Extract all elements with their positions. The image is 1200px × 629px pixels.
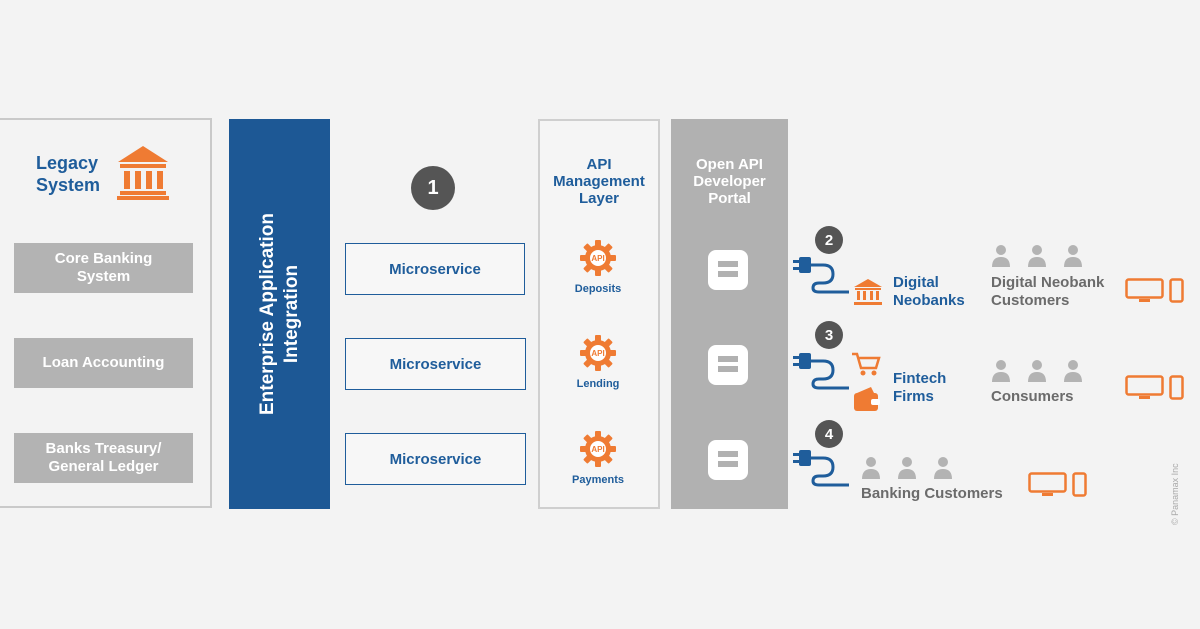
bank-icon bbox=[117, 146, 169, 200]
microservice-box-deposits: Microservice bbox=[345, 243, 525, 295]
plug-connector-icon bbox=[793, 257, 849, 294]
portal-title-line2: Developer bbox=[693, 173, 766, 190]
legacy-title-line1: Legacy bbox=[36, 153, 99, 173]
api-management-title: API Management Layer bbox=[540, 156, 658, 207]
microservice-label: Microservice bbox=[389, 450, 482, 468]
fintech-firms-label: Fintech Firms bbox=[893, 370, 946, 406]
step-2-number: 2 bbox=[824, 231, 834, 249]
developer-portal-title: Open API Developer Portal bbox=[671, 156, 788, 207]
eai-line1: Enterprise Application bbox=[256, 213, 278, 415]
customer-group-icon bbox=[991, 243, 1087, 267]
gear-api-text: API bbox=[591, 253, 605, 263]
digital-neobanks-label: Digital Neobanks bbox=[893, 274, 965, 310]
gear-api-text: API bbox=[591, 348, 605, 358]
api-title-line2: Management bbox=[553, 173, 645, 190]
api-title-line1: API bbox=[586, 156, 612, 173]
microservice-box-lending: Microservice bbox=[345, 338, 526, 390]
microservice-label: Microservice bbox=[389, 355, 482, 373]
portal-title-line3: Portal bbox=[708, 190, 751, 207]
customer-group-icon bbox=[991, 358, 1087, 382]
gear-api-text: API bbox=[591, 444, 605, 454]
microservice-box-payments: Microservice bbox=[345, 433, 526, 485]
customers-line2: Customers bbox=[991, 292, 1070, 309]
devices-icon bbox=[1125, 278, 1184, 303]
neobank-bank-icon bbox=[854, 279, 882, 305]
portal-endpoint-icon bbox=[708, 440, 748, 480]
microservice-label: Microservice bbox=[389, 260, 481, 278]
loan-accounting-box: Loan Accounting bbox=[14, 338, 193, 388]
eai-bar bbox=[229, 119, 330, 509]
loan-accounting-label: Loan Accounting bbox=[42, 354, 165, 371]
treasury-ledger-box: Banks Treasury/ General Ledger bbox=[14, 433, 193, 483]
api-payments-label: Payments bbox=[572, 474, 624, 486]
customers-line1: Digital Neobank bbox=[991, 274, 1105, 291]
api-lending-label: Lending bbox=[576, 378, 620, 390]
partner-line2: Neobanks bbox=[893, 292, 965, 309]
core-banking-label: Core Banking System bbox=[54, 250, 153, 285]
api-gear-icon: API bbox=[579, 239, 617, 277]
plug-connector-icon bbox=[793, 450, 849, 487]
eai-label: Enterprise Application Integration bbox=[229, 119, 330, 509]
step-4-number: 4 bbox=[824, 425, 834, 443]
portal-title-line1: Open API bbox=[696, 156, 763, 173]
customer-group-icon bbox=[861, 455, 957, 479]
step-1-number: 1 bbox=[427, 176, 439, 199]
portal-endpoint-icon bbox=[708, 250, 748, 290]
devices-icon bbox=[1028, 472, 1087, 497]
step-2-badge: 2 bbox=[815, 226, 843, 254]
step-3-badge: 3 bbox=[815, 321, 843, 349]
devices-icon bbox=[1125, 375, 1184, 400]
step-4-badge: 4 bbox=[815, 420, 843, 448]
eai-line2: Integration bbox=[280, 264, 302, 364]
wallet-icon bbox=[854, 387, 880, 411]
step-3-number: 3 bbox=[824, 326, 834, 344]
partner-line2: Firms bbox=[893, 388, 934, 405]
api-title-line3: Layer bbox=[578, 190, 620, 207]
api-gear-icon: API bbox=[579, 334, 617, 372]
partner-line1: Fintech bbox=[893, 370, 947, 387]
legacy-title-line2: System bbox=[36, 175, 101, 195]
plug-connector-icon bbox=[793, 353, 849, 390]
consumers-label: Consumers bbox=[991, 388, 1074, 405]
core-banking-system-box: Core Banking System bbox=[14, 243, 193, 293]
portal-endpoint-icon bbox=[708, 345, 748, 385]
digital-neobank-customers-label: Digital Neobank Customers bbox=[991, 274, 1104, 310]
legacy-system-title: Legacy System bbox=[36, 152, 100, 196]
shopping-cart-icon bbox=[852, 352, 881, 376]
api-deposits-label: Deposits bbox=[574, 283, 622, 295]
copyright-text: © Panamax Inc bbox=[1170, 463, 1180, 525]
partner-line1: Digital bbox=[893, 274, 939, 291]
treasury-ledger-label: Banks Treasury/ General Ledger bbox=[45, 440, 162, 475]
step-1-badge: 1 bbox=[411, 166, 455, 210]
banking-customers-label: Banking Customers bbox=[861, 485, 1003, 502]
api-gear-icon: API bbox=[579, 430, 617, 468]
